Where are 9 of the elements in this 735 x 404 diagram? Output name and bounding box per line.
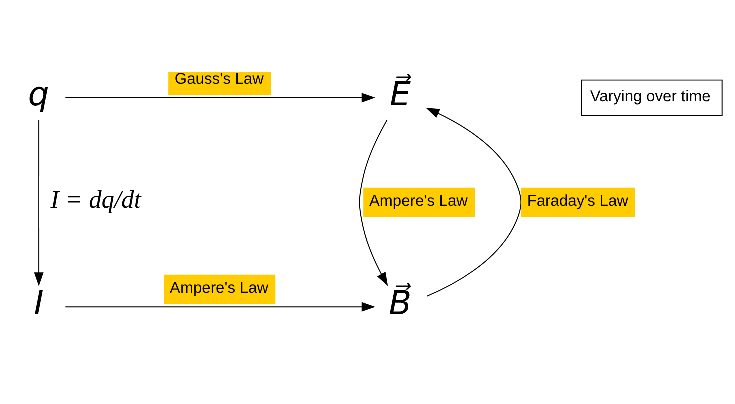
edge-label: Gauss's Law (174, 70, 264, 88)
node-text: I (34, 283, 44, 322)
edge-label: I = dq/dt (50, 186, 142, 214)
edge-label: Ampere's Law (170, 280, 269, 297)
node-text: B⃗ (389, 283, 412, 322)
edge-label: Faraday's Law (527, 192, 628, 210)
node-text: q (28, 74, 50, 113)
node-text: E⃗ (390, 74, 411, 113)
edge-label: Ampere's Law (369, 192, 468, 210)
